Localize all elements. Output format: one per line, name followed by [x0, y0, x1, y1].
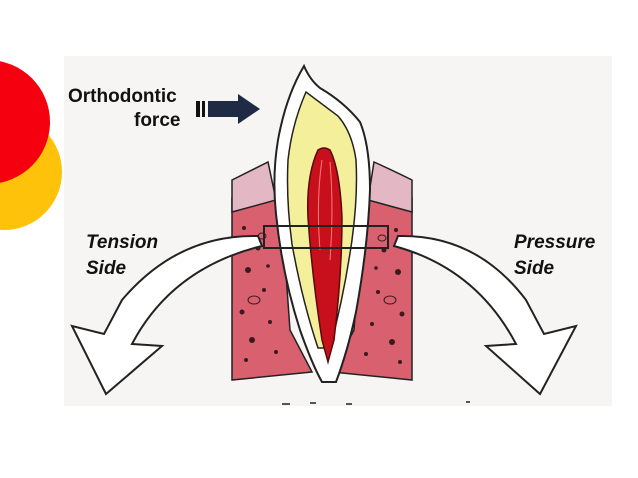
decorative-red-circle	[0, 61, 50, 183]
tension-side-arrow	[70, 234, 264, 396]
pulp-highlight	[317, 159, 333, 261]
pressure-side-arrow	[392, 234, 578, 396]
force-label-line1: Orthodontic	[68, 86, 177, 107]
periodontal-ligament-box	[263, 225, 389, 249]
cropped-caption-fragment	[282, 401, 470, 405]
tension-label-line2: Side	[86, 258, 127, 279]
force-arrow	[196, 94, 260, 124]
tooth-pulp	[306, 147, 343, 365]
tension-label-line1: Tension	[86, 232, 159, 253]
pressure-label-line1: Pressure	[514, 232, 596, 253]
bone-marrow-spaces	[247, 232, 397, 305]
pressure-label-line2: Side	[514, 258, 555, 279]
force-label-line2: force	[134, 110, 181, 131]
